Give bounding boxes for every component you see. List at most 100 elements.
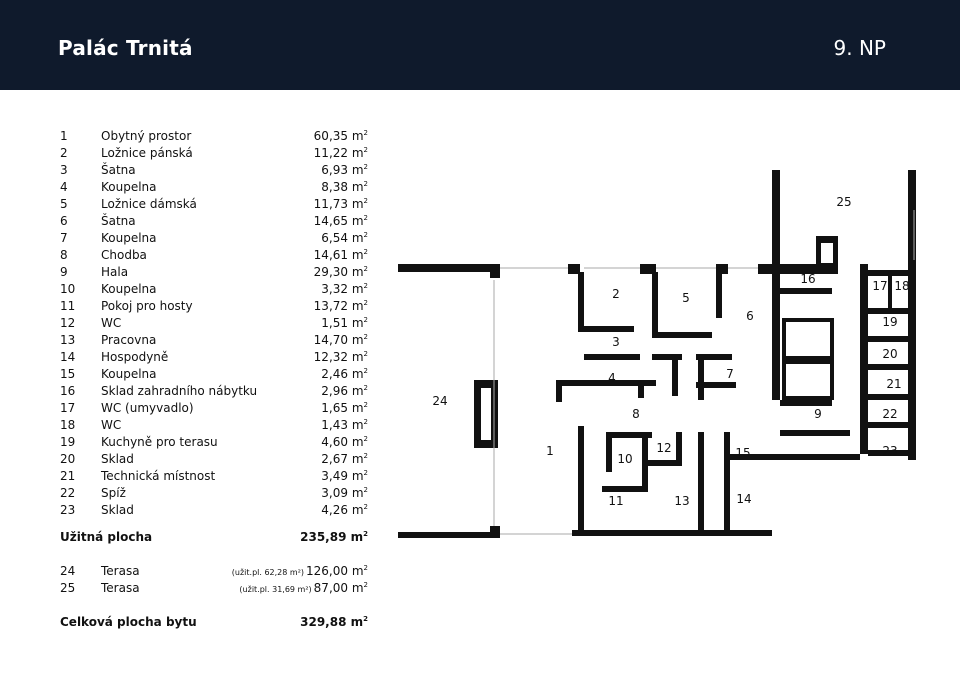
room-number: 7 [60,231,68,245]
room-area: 11,22 m2 [313,146,368,160]
plan-room-label: 22 [882,407,897,421]
room-area: 8,38 m2 [321,180,368,194]
usable-area-value: 235,89 m2 [300,530,368,544]
room-name: Chodba [101,248,147,262]
room-number: 12 [60,316,76,330]
room-area: 60,35 m2 [313,129,368,143]
room-area: 12,32 m2 [313,350,368,364]
terrace-usable-note: (užit.pl. 31,69 m²) [239,585,312,594]
header: Palác Trnitá 9. NP [0,0,960,90]
room-number: 1 [60,129,68,143]
room-area: 29,30 m2 [313,265,368,279]
room-number: 16 [60,384,76,398]
plan-room-label: 5 [682,291,690,305]
plan-room-label: 20 [882,347,897,361]
plan-room-label: 9 [814,407,822,421]
plan-room-label: 21 [886,377,901,391]
terrace-row: 25 Terasa (užit.pl. 31,69 m²)87,00 m2 [60,580,368,597]
terrace-usable-note: (užit.pl. 62,28 m²) [231,568,305,577]
room-name: WC (umyvadlo) [101,401,194,415]
terrace-name: Terasa [101,564,140,578]
room-name: WC [101,418,122,432]
total-area-row: Celková plocha bytu 329,88 m2 [60,614,368,631]
room-name: Ložnice dámská [101,197,197,211]
room-name: Koupelna [101,282,157,296]
room-row: 16 Sklad zahradního nábytku 2,96 m2 [60,383,368,400]
room-row: 1 Obytný prostor 60,35 m2 [60,128,368,145]
terrace-number: 24 [60,564,76,578]
plan-room-label: 4 [608,371,616,385]
plan-room-label: 17 [872,279,887,293]
terrace-area: (užit.pl. 31,69 m²)87,00 m2 [239,581,368,595]
total-area-label: Celková plocha bytu [60,615,197,629]
room-name: Šatna [101,214,136,228]
usable-area-label: Užitná plocha [60,530,153,544]
room-area: 1,43 m2 [321,418,368,432]
room-name: Kuchyně pro terasu [101,435,218,449]
room-row: 22 Spíž 3,09 m2 [60,485,368,502]
room-number: 23 [60,503,76,517]
room-number: 2 [60,146,68,160]
room-row: 2 Ložnice pánská 11,22 m2 [60,145,368,162]
room-number: 18 [60,418,76,432]
room-name: Obytný prostor [101,129,192,143]
room-area: 3,09 m2 [321,486,368,500]
room-name: Pokoj pro hosty [101,299,193,313]
plan-room-label: 11 [608,494,623,508]
usable-area-row: Užitná plocha 235,89 m2 [60,529,368,546]
room-name: Sklad [101,452,134,466]
room-area: 13,72 m2 [313,299,368,313]
plan-room-label: 7 [726,367,734,381]
room-number: 13 [60,333,76,347]
plan-room-label: 3 [612,335,620,349]
room-number: 10 [60,282,76,296]
plan-room-label: 13 [674,494,689,508]
room-name: Šatna [101,163,136,177]
plan-walls [398,170,916,538]
terrace-number: 25 [60,581,76,595]
room-area: 4,60 m2 [321,435,368,449]
room-name: Sklad zahradního nábytku [101,384,258,398]
room-name: Sklad [101,503,134,517]
plan-room-label: 8 [632,407,640,421]
room-name: Ložnice pánská [101,146,193,160]
room-area: 2,67 m2 [321,452,368,466]
plan-room-label: 16 [800,272,815,286]
room-name: Hala [101,265,129,279]
room-area: 1,51 m2 [321,316,368,330]
room-name: Spíž [101,486,126,500]
room-name: Technická místnost [101,469,216,483]
room-area: 1,65 m2 [321,401,368,415]
room-list: 1 Obytný prostor 60,35 m2 2 Ložnice pánská 11… [60,128,368,631]
plan-room-label: 15 [735,446,750,460]
plan-room-label: 18 [894,279,909,293]
room-name: Koupelna [101,180,157,194]
plan-windows [493,210,915,535]
room-number: 17 [60,401,76,415]
terrace-name: Terasa [101,581,140,595]
plan-room-label: 19 [882,315,897,329]
room-number: 5 [60,197,68,211]
plan-room-label: 23 [882,444,897,458]
plan-room-label: 1 [546,444,554,458]
room-number: 3 [60,163,68,177]
room-name: Koupelna [101,231,157,245]
room-area: 2,46 m2 [321,367,368,381]
room-number: 15 [60,367,76,381]
room-number: 14 [60,350,76,364]
room-number: 22 [60,486,76,500]
room-area: 2,96 m2 [321,384,368,398]
